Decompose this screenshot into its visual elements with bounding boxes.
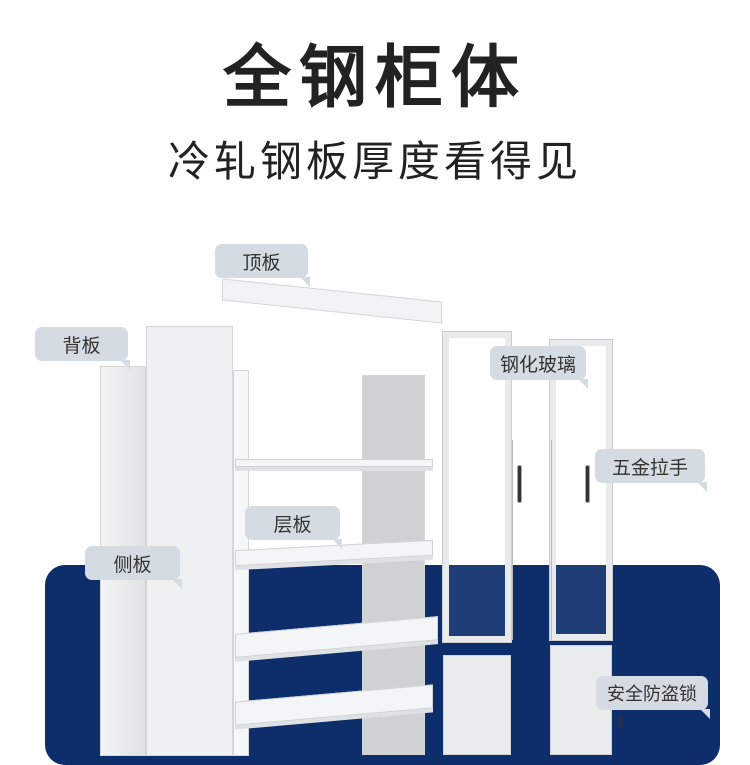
label-tempered-glass: 钢化玻璃 [490, 346, 588, 389]
page-title: 全钢柜体 [222, 39, 527, 118]
glass-door-left [442, 331, 512, 643]
key-icon: ⚷ [615, 715, 626, 731]
door-gap [512, 440, 552, 640]
side-plate [146, 326, 233, 756]
lower-door-left [443, 655, 511, 755]
top-plate [222, 278, 442, 324]
label-side-panel: 侧板 [85, 546, 182, 589]
shelf-1 [235, 459, 433, 467]
door-handle [517, 465, 522, 503]
label-back-panel: 背板 [35, 327, 130, 370]
glass-door-right [549, 339, 613, 641]
page-subtitle: 冷轧钢板厚度看得见 [167, 137, 582, 186]
label-hardware-handle: 五金拉手 [595, 449, 707, 492]
label-security-lock: 安全防盗锁 [596, 676, 710, 719]
label-shelf: 层板 [245, 506, 342, 549]
door-handle [585, 465, 590, 503]
label-top-panel: 顶板 [215, 244, 310, 287]
